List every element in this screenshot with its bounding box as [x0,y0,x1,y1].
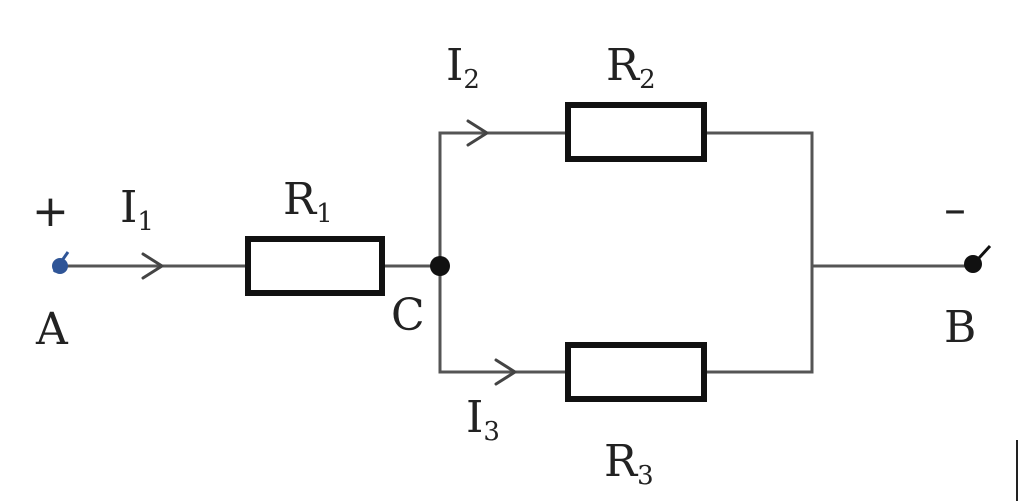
label-i1: I1 [120,182,154,237]
minus-sign: – [944,184,966,235]
resistor-r2 [565,102,707,162]
label-r3: R3 [604,436,654,491]
label-i2: I2 [446,40,480,95]
label-r2: R2 [606,40,656,95]
node-c-dot [430,256,450,276]
wire-upper-branch-right [704,131,814,266]
wire-lower-branch-right [704,266,814,374]
arrow-i1-icon [141,252,164,280]
wire-upper-branch-left [438,131,568,266]
wire-lower-branch-left [438,266,568,374]
label-b: B [944,302,976,353]
resistor-r1 [245,236,385,296]
plus-sign: + [32,186,69,237]
resistor-r3 [565,342,707,402]
arrow-i2-icon [466,119,489,147]
label-r1: R1 [283,174,333,229]
label-i3: I3 [466,392,500,447]
label-c: C [391,290,425,341]
arrow-i3-icon [494,358,517,386]
label-a: A [35,304,69,355]
terminal-b-tick-icon [966,244,992,272]
terminal-a-tick-icon [52,251,70,273]
